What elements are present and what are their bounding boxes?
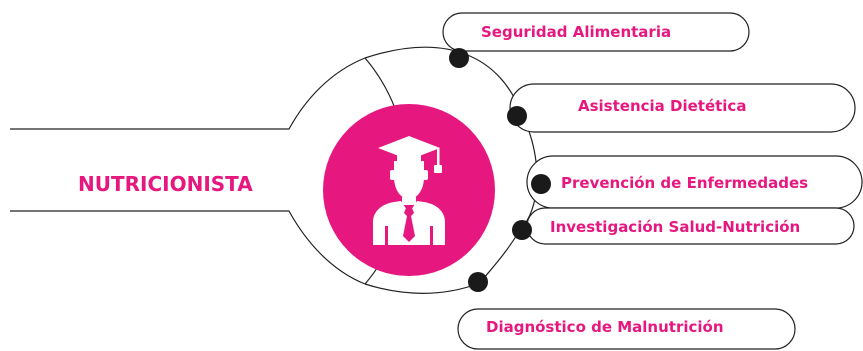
branch-label: Diagnóstico de Malnutrición: [486, 318, 724, 336]
branch-label: Investigación Salud-Nutrición: [550, 218, 801, 236]
outer-arc-right: [364, 46, 538, 294]
connector-dot-4: [468, 272, 488, 292]
branch-label: Asistencia Dietética: [578, 97, 747, 115]
pill-1: [509, 83, 856, 133]
connector-dot-2: [531, 174, 551, 194]
arm-line-right: [430, 226, 433, 245]
diagram-title: NUTRICIONISTA: [78, 172, 253, 196]
connector-dot-3: [512, 220, 532, 240]
branch-label: Prevención de Enfermedades: [561, 174, 809, 192]
pill-4: [457, 308, 796, 350]
pill-3: [526, 207, 855, 245]
branch-label: Seguridad Alimentaria: [481, 23, 672, 41]
left-connector-bottom: [10, 210, 366, 285]
connector-dot-0: [449, 48, 469, 68]
arm-line-left: [385, 226, 388, 245]
connector-dot-1: [507, 106, 527, 126]
left-connector-top: [10, 57, 366, 130]
tie-icon: [403, 208, 415, 242]
pill-0: [442, 12, 750, 52]
